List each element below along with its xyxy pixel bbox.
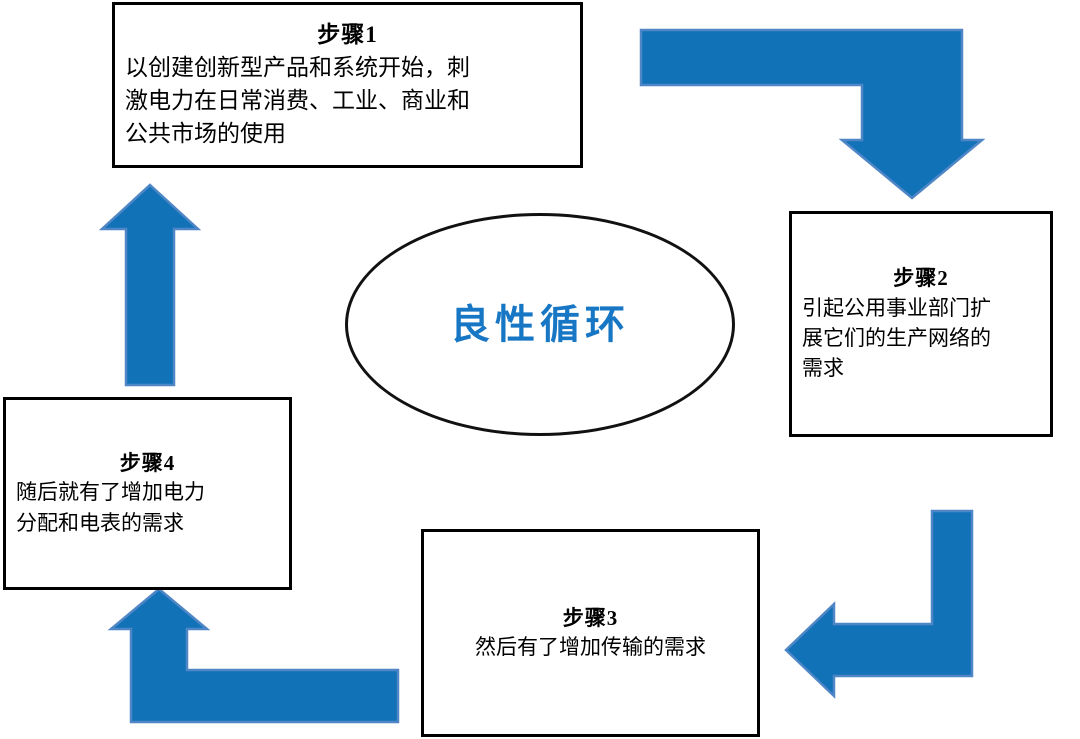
step-3-title: 步骤3 [562, 605, 619, 630]
arrow-step1-to-step2 [639, 28, 986, 200]
step-box-1[interactable]: 步骤1 以创建创新型产品和系统开始，刺 激电力在日常消费、工业、商业和 公共市场… [112, 2, 583, 168]
center-ellipse: 良性循环 [345, 213, 735, 436]
step-1-title: 步骤1 [317, 22, 378, 48]
arrow-step2-to-step3 [784, 509, 974, 699]
arrow-step4-to-step1 [98, 183, 202, 387]
step-4-body: 随后就有了增加电力 分配和电表的需求 [16, 480, 205, 535]
step-3-body: 然后有了增加传输的需求 [475, 634, 706, 659]
step-4-title: 步骤4 [119, 450, 176, 475]
step-box-2[interactable]: 步骤2 引起公用事业部门扩 展它们的生产网络的 需求 [789, 211, 1053, 437]
step-box-4[interactable]: 步骤4 随后就有了增加电力 分配和电表的需求 [3, 397, 292, 590]
step-2-body: 引起公用事业部门扩 展它们的生产网络的 需求 [802, 295, 991, 381]
step-2-title: 步骤2 [893, 266, 949, 291]
arrow-step3-to-step4 [107, 587, 400, 724]
center-ellipse-label: 良性循环 [450, 301, 630, 347]
step-box-3[interactable]: 步骤3 然后有了增加传输的需求 [421, 529, 760, 737]
step-1-body: 以创建创新型产品和系统开始，刺 激电力在日常消费、工业、商业和 公共市场的使用 [125, 54, 470, 147]
